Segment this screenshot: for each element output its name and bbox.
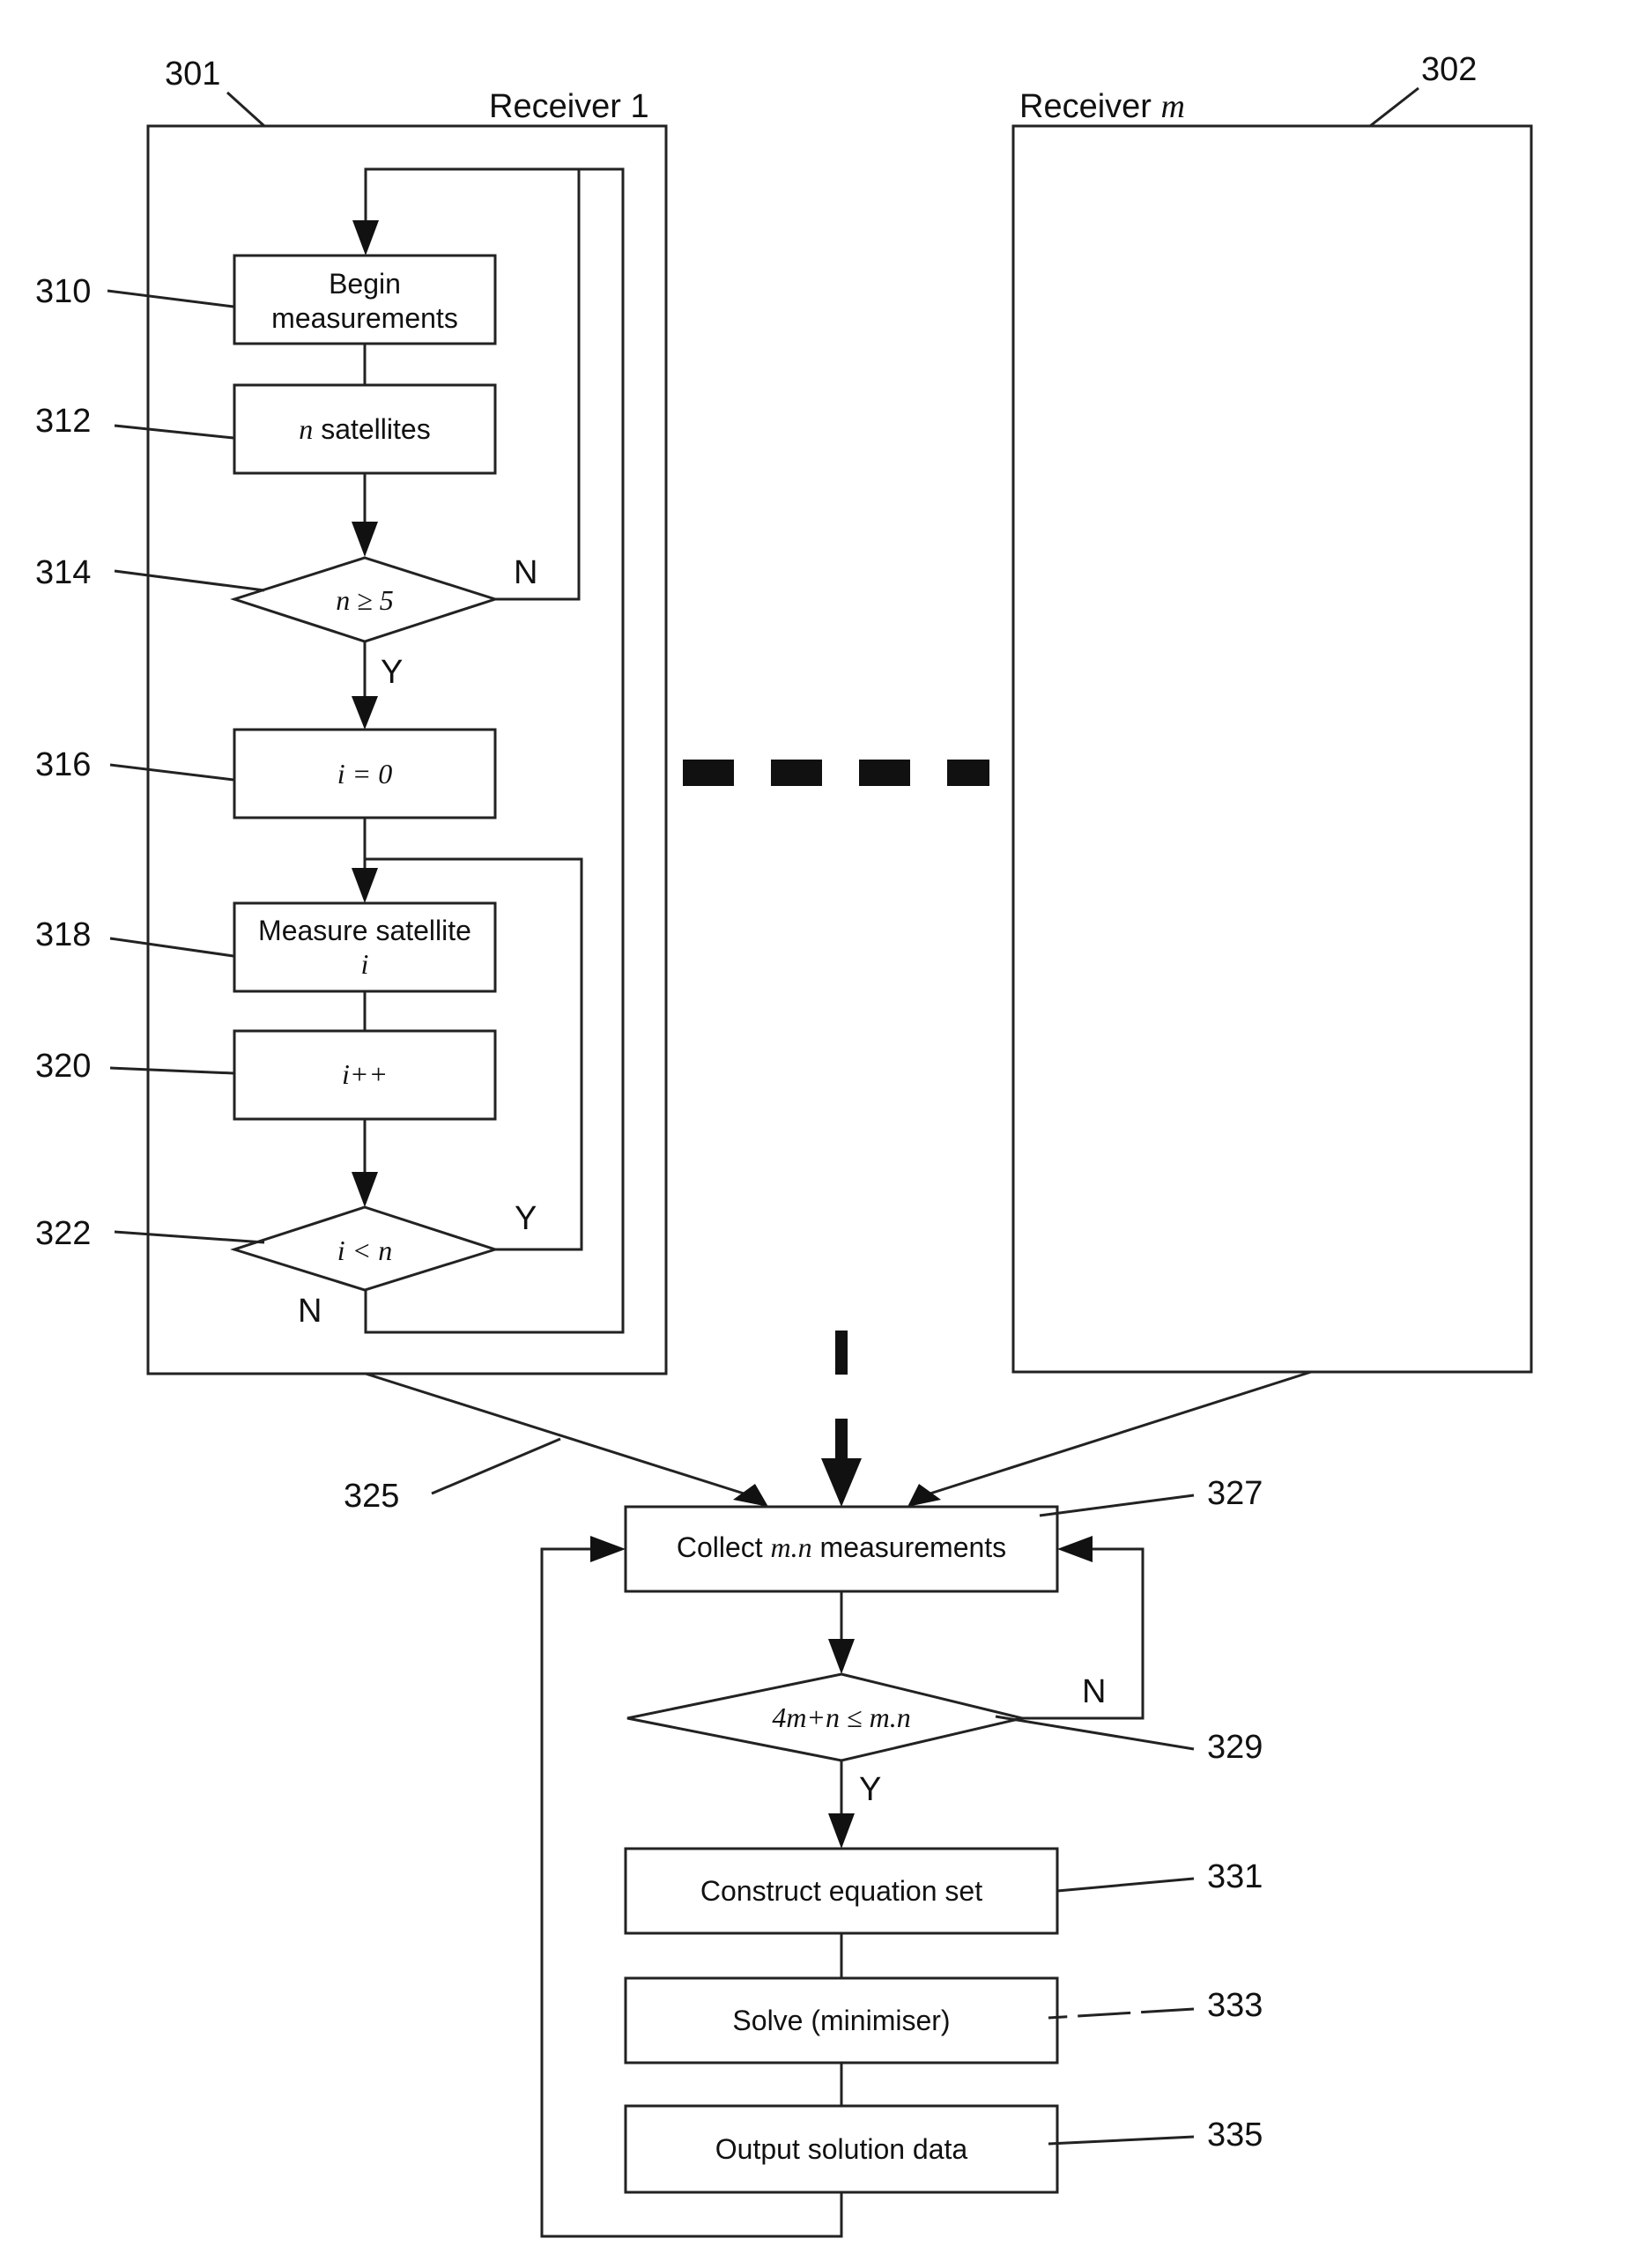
ref-316: 316 <box>35 746 91 783</box>
ref-310: 310 <box>35 273 91 310</box>
ref-318: 318 <box>35 916 91 953</box>
leader-329 <box>996 1716 1194 1749</box>
ref-333: 333 <box>1207 1987 1263 2024</box>
ref-312: 312 <box>35 403 91 440</box>
step-327-text: Collect m.n measurements <box>677 1531 1006 1563</box>
decision-314-condition: n ≥ 5 <box>336 584 394 616</box>
ref-331: 331 <box>1207 1858 1263 1895</box>
step-333-text: Solve (minimiser) <box>732 2005 950 2036</box>
leader-327 <box>1040 1495 1194 1516</box>
receiver-1-title: Receiver 1 <box>489 88 649 125</box>
ellipsis-dash-vertical <box>835 1331 848 1375</box>
arrow-329-no-head <box>1057 1536 1093 1562</box>
leader-301 <box>227 93 264 126</box>
ref-322: 322 <box>35 1215 91 1252</box>
leader-335 <box>1048 2137 1194 2144</box>
leader-331 <box>1057 1879 1194 1891</box>
leader-325 <box>432 1439 560 1494</box>
step-316-text: i = 0 <box>337 758 392 789</box>
decision-314-no: N <box>514 554 537 591</box>
receiver-m-box <box>1013 126 1531 1372</box>
arrow-into-331 <box>828 1813 855 1849</box>
decision-329-condition: 4m+n ≤ m.n <box>772 1701 910 1733</box>
ref-325: 325 <box>344 1478 399 1515</box>
ref-302: 302 <box>1421 51 1477 88</box>
flow-receiver1-to-collect <box>366 1374 758 1498</box>
decision-314-yes: Y <box>381 654 403 691</box>
ref-335: 335 <box>1207 2116 1263 2154</box>
leader-333 <box>1048 2009 1194 2018</box>
ref-301: 301 <box>165 56 220 93</box>
leader-302 <box>1370 88 1419 126</box>
decision-329-no: N <box>1082 1673 1106 1710</box>
decision-322-no: N <box>298 1293 322 1330</box>
arrow-center-head <box>821 1458 862 1507</box>
flow-center-stem <box>835 1419 848 1464</box>
ref-314: 314 <box>35 554 91 591</box>
step-312-text: n satellites <box>299 413 430 445</box>
step-318-line2: i <box>361 948 369 980</box>
arrow-into-329 <box>828 1639 855 1674</box>
arrow-receiver1-head <box>733 1484 768 1507</box>
decision-322-condition: i < n <box>337 1234 392 1266</box>
ref-329: 329 <box>1207 1729 1263 1766</box>
ellipsis-dashes <box>683 760 989 786</box>
step-310-line2: measurements <box>271 302 458 334</box>
step-320-text: i++ <box>342 1058 388 1090</box>
ref-327: 327 <box>1207 1475 1263 1512</box>
arrow-outer-loop-head <box>590 1536 626 1562</box>
ref-320: 320 <box>35 1048 91 1085</box>
step-335-text: Output solution data <box>715 2133 968 2165</box>
decision-329-yes: Y <box>859 1771 881 1808</box>
step-310-line1: Begin <box>329 268 401 300</box>
receiver-m-title: Receiver m <box>1019 88 1185 125</box>
step-318-line1: Measure satellite <box>258 915 471 946</box>
decision-322-yes: Y <box>515 1200 537 1237</box>
step-331-text: Construct equation set <box>700 1875 982 1907</box>
arrow-receiverm-head <box>907 1484 941 1507</box>
